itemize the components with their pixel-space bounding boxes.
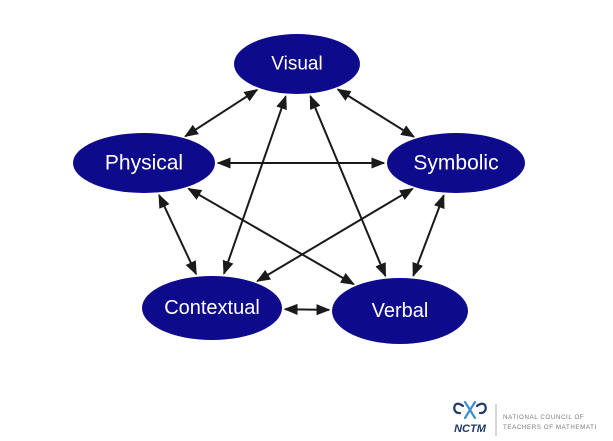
node-visual: Visual xyxy=(234,34,360,94)
node-physical: Physical xyxy=(73,133,215,193)
node-verbal: Verbal xyxy=(332,278,468,344)
node-verbal-label: Verbal xyxy=(372,300,429,322)
nctm-logo: NCTM NATIONAL COUNCIL OF TEACHERS OF MAT… xyxy=(453,400,597,436)
nctm-wordmark: NCTM xyxy=(454,423,487,435)
arrow-contextual-verbal xyxy=(283,303,331,316)
logo-org-line-1: NATIONAL COUNCIL OF xyxy=(503,414,584,421)
nctm-logo-icon xyxy=(453,400,487,420)
node-verbal-shape xyxy=(332,278,468,344)
node-symbolic-label: Symbolic xyxy=(413,152,498,175)
node-visual-label: Visual xyxy=(271,54,322,75)
arrow-visual-verbal xyxy=(309,94,387,278)
node-contextual-shape xyxy=(142,276,282,340)
connections-layer xyxy=(158,88,445,316)
node-symbolic-shape xyxy=(387,133,525,193)
arrow-symbolic-contextual xyxy=(256,187,414,282)
node-visual-shape xyxy=(234,34,360,94)
node-symbolic: Symbolic xyxy=(387,133,525,193)
logo-org-line-2: TEACHERS OF MATHEMATI xyxy=(503,424,597,431)
arrow-visual-symbolic xyxy=(336,88,416,138)
arrow-symbolic-verbal xyxy=(412,194,445,278)
node-contextual: Contextual xyxy=(142,276,282,340)
node-physical-shape xyxy=(73,133,215,193)
node-contextual-label: Contextual xyxy=(164,297,260,319)
node-physical-label: Physical xyxy=(105,152,183,175)
arrow-physical-contextual xyxy=(158,193,198,276)
arrow-physical-verbal xyxy=(187,187,355,286)
arrow-visual-contextual xyxy=(222,95,287,275)
arrow-visual-physical xyxy=(184,88,259,138)
